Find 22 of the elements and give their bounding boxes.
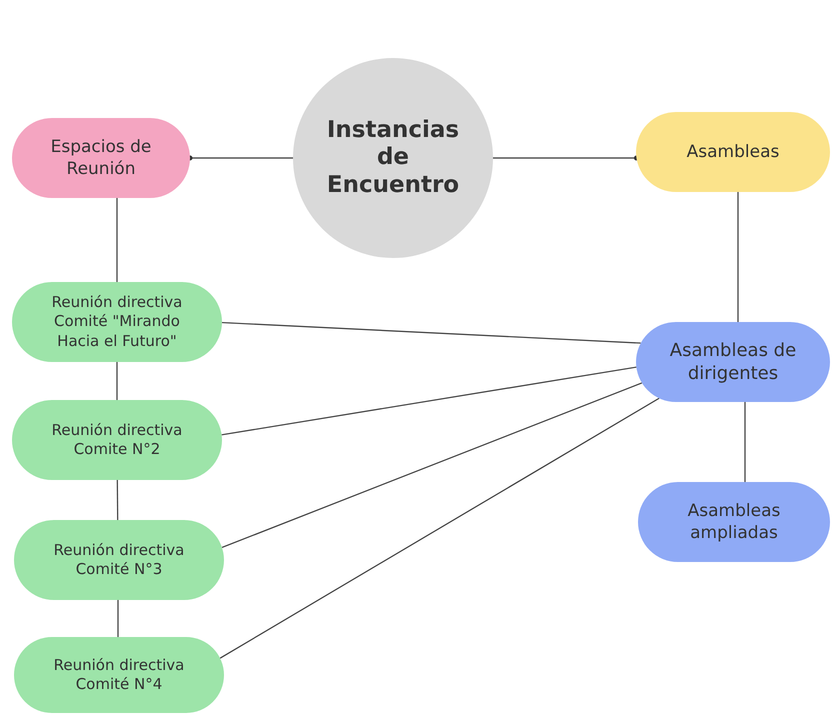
connector-line (116, 362, 118, 400)
connector-line (116, 198, 118, 282)
connector-line (493, 156, 639, 160)
node-label: Asambleas (686, 140, 780, 164)
connector-line (222, 322, 641, 344)
rounded-box (14, 637, 224, 713)
node-label: Asambleas ampliadas (686, 500, 782, 544)
connector-line (117, 600, 119, 637)
connector-line (744, 402, 746, 482)
node-label: Reunión directiva Comité N°4 (52, 656, 186, 694)
connector-line (188, 156, 293, 160)
node-label: Reunión directiva Comite N°2 (50, 420, 184, 460)
connector-line (116, 480, 118, 520)
connector-line (222, 366, 636, 436)
node-label: Reunión directiva Comité N°3 (52, 540, 186, 580)
node-label: Asambleas de dirigentes (668, 338, 798, 386)
connector-line (220, 398, 660, 659)
connector-line (222, 382, 642, 548)
connector-line (737, 192, 739, 322)
node-label: Reunión directiva Comité "Mirando Hacia el Futuro" (50, 292, 184, 352)
node-label: Instancias de Encuentro (326, 116, 460, 200)
node-label: Espacios de Reunión (50, 136, 152, 180)
